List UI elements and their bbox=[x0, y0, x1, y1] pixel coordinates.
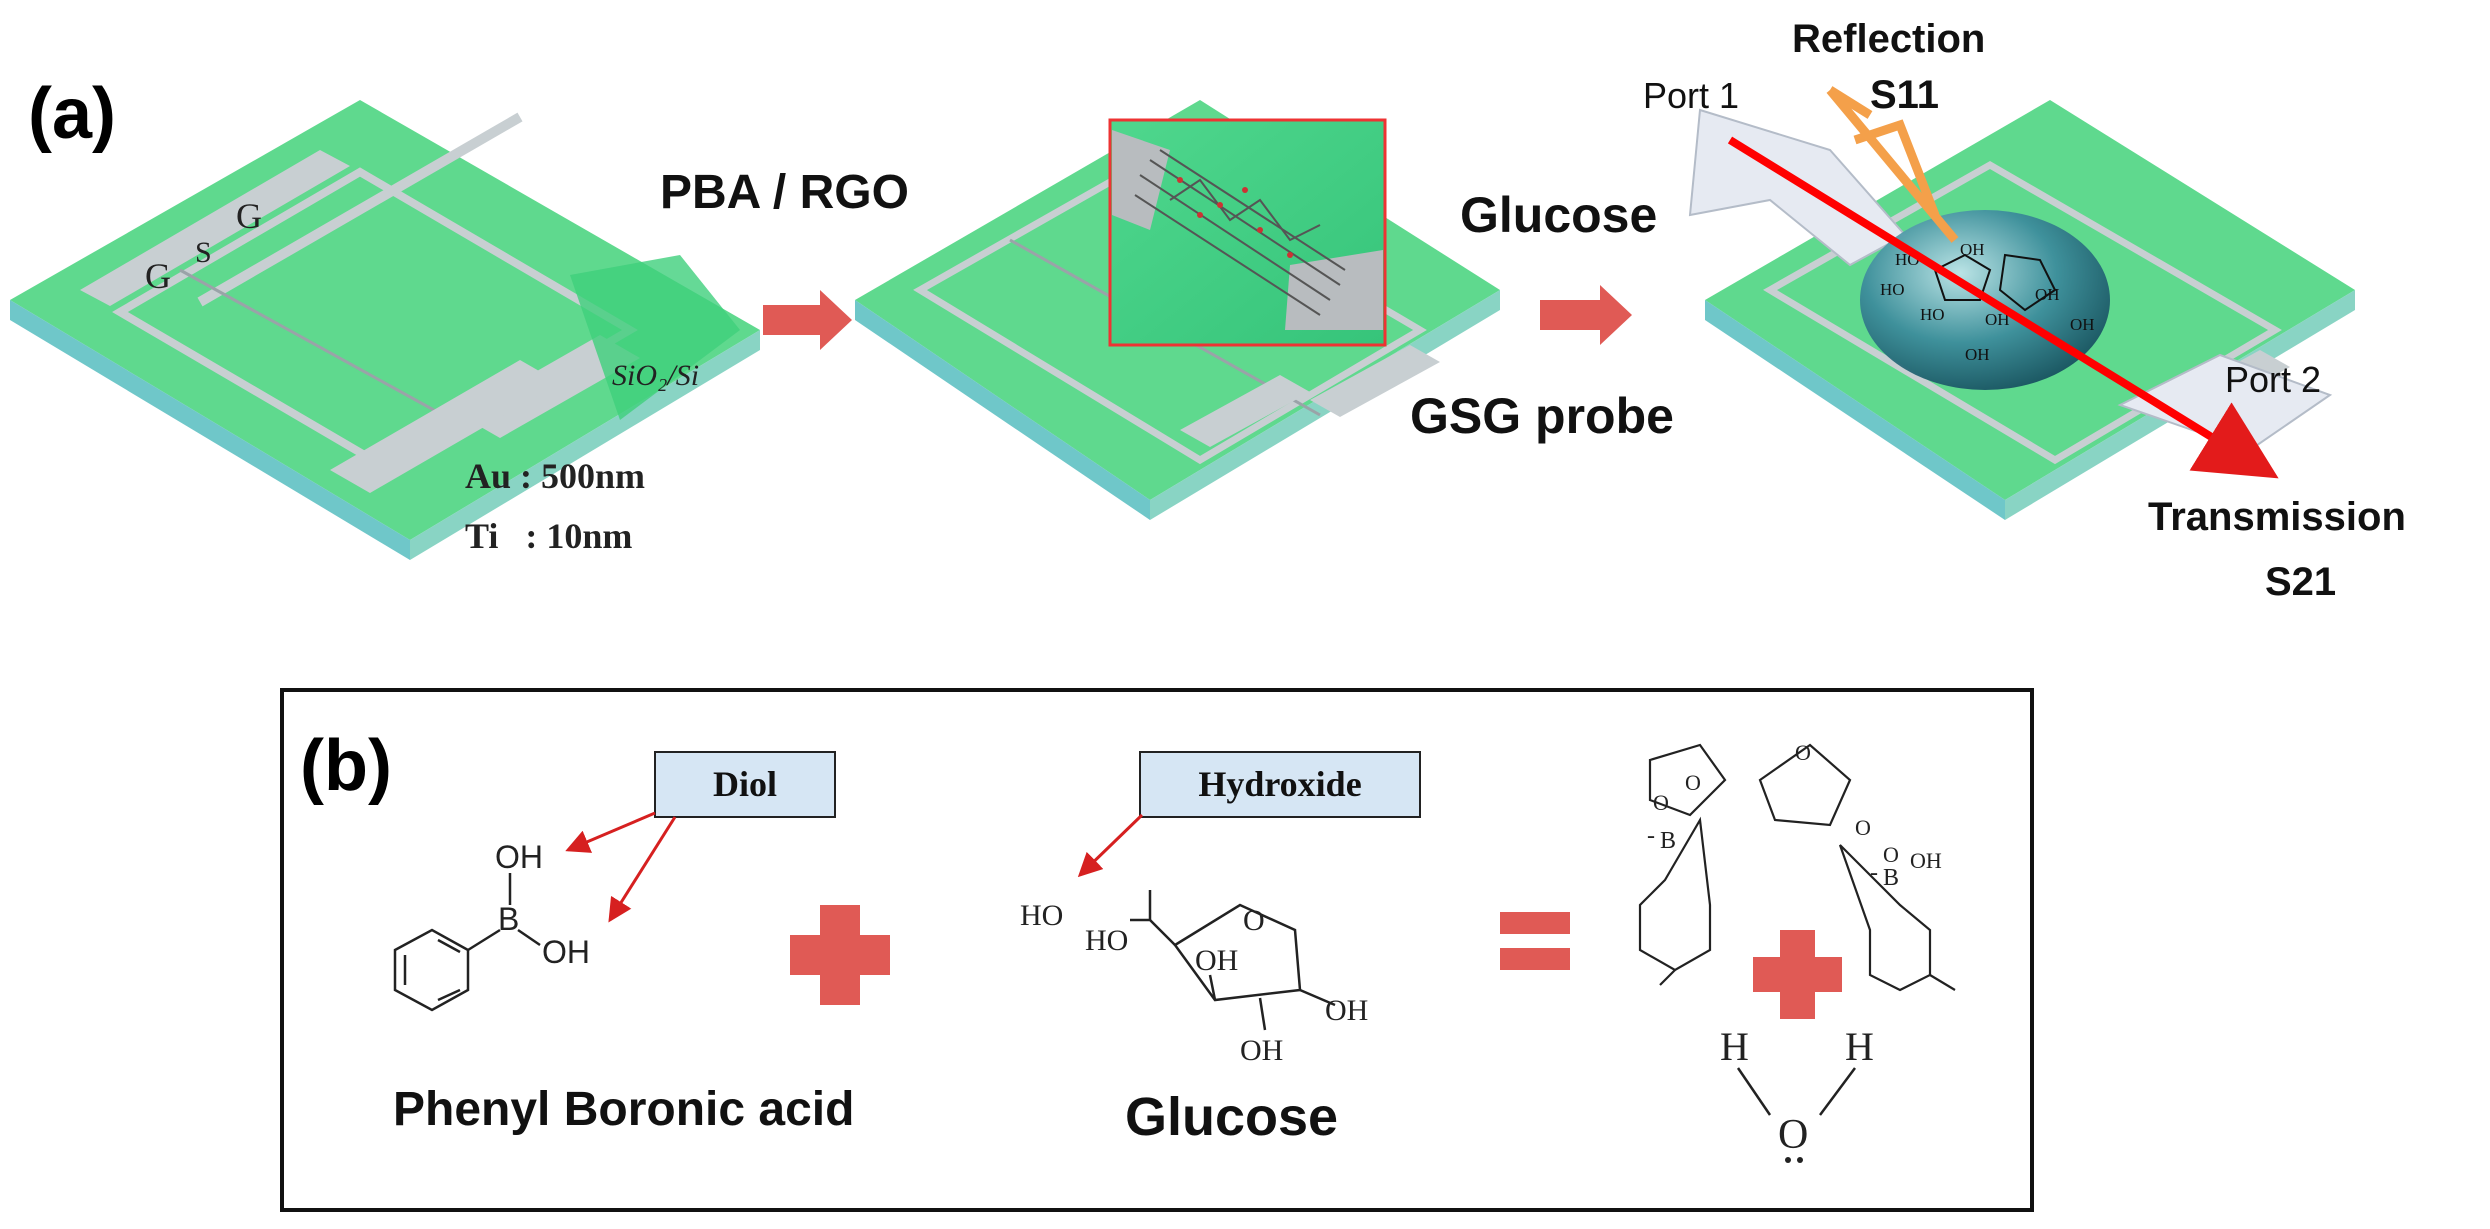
step2-label-top: Glucose bbox=[1460, 187, 1657, 243]
pba-oh-bottom: OH bbox=[542, 934, 590, 970]
boronate-ester-structure bbox=[1638, 743, 1956, 992]
product-b-1: B bbox=[1660, 828, 1676, 854]
hydroxide-box bbox=[1139, 751, 1421, 818]
plus-sign-2 bbox=[1753, 930, 1842, 1019]
ti-thickness: Ti : 10nm bbox=[465, 516, 632, 556]
equals-sign-bottom bbox=[1500, 948, 1570, 970]
pba-b: B bbox=[498, 901, 519, 937]
svg-text:OH: OH bbox=[2070, 315, 2095, 334]
substrate-label: SiO₂/Si bbox=[612, 359, 699, 392]
water-h-2: H bbox=[1845, 1024, 1874, 1069]
svg-text:HO: HO bbox=[1920, 305, 1945, 324]
port1-label: Port 1 bbox=[1643, 75, 1739, 116]
svg-text:OH: OH bbox=[1985, 310, 2010, 329]
svg-text:HO: HO bbox=[1880, 280, 1905, 299]
diol-box bbox=[654, 751, 836, 818]
au-thickness: Au : 500nm bbox=[465, 456, 645, 496]
product-o-1: O bbox=[1653, 790, 1669, 815]
diol-pointer-2 bbox=[608, 816, 677, 923]
transmission-beam bbox=[1727, 136, 2279, 479]
step1-label: PBA / RGO bbox=[660, 166, 909, 219]
water-h-1: H bbox=[1720, 1024, 1749, 1069]
glucose-oh-2: OH bbox=[1325, 994, 1368, 1027]
chip-bare bbox=[10, 100, 760, 560]
water-o: O bbox=[1778, 1112, 1808, 1158]
transmission-label: Transmission bbox=[2148, 495, 2406, 539]
panel-a-label: (a) bbox=[28, 74, 116, 154]
svg-text:OH: OH bbox=[2035, 285, 2060, 304]
port2-label: Port 2 bbox=[2225, 359, 2321, 400]
svg-text:OH: OH bbox=[1965, 345, 1990, 364]
product-o-4: O bbox=[1855, 815, 1871, 840]
pba-oh-top: OH bbox=[495, 839, 543, 875]
svg-text:OH: OH bbox=[1960, 240, 1985, 259]
reflection-label: Reflection bbox=[1792, 17, 1985, 61]
s11-label: S11 bbox=[1870, 73, 1939, 117]
rgo-inset bbox=[1108, 118, 1387, 347]
product-b-2: B bbox=[1883, 865, 1899, 891]
product-minus-2: - bbox=[1870, 860, 1878, 886]
equals-sign-top bbox=[1500, 912, 1570, 934]
gsg-g1: G bbox=[145, 256, 171, 296]
phenyl-boronic-acid-structure bbox=[393, 873, 541, 1012]
plus-sign-1 bbox=[790, 905, 890, 1005]
glucose-name: Glucose bbox=[1125, 1087, 1338, 1147]
molecule-in-droplet: HO OH OH HO OH OH HO OH bbox=[1880, 240, 2095, 364]
panel-b-label: (b) bbox=[300, 726, 392, 806]
gsg-s: S bbox=[195, 236, 212, 269]
s21-label: S21 bbox=[2265, 560, 2336, 604]
glucose-structure bbox=[1130, 890, 1336, 1031]
step2-label-bottom: GSG probe bbox=[1410, 388, 1674, 444]
gsg-g2: G bbox=[236, 196, 262, 236]
diol-pointer-1 bbox=[565, 811, 656, 853]
product-oh: OH bbox=[1910, 848, 1942, 873]
process-arrow-2 bbox=[1540, 285, 1632, 345]
pba-name: Phenyl Boronic acid bbox=[393, 1083, 854, 1136]
diol-label: Diol bbox=[713, 764, 777, 804]
ground-electrode-1 bbox=[80, 150, 350, 306]
signal-line bbox=[179, 268, 471, 432]
glucose-ho-1: HO bbox=[1020, 899, 1063, 932]
glucose-oh-3: OH bbox=[1240, 1034, 1283, 1067]
process-arrow-1 bbox=[763, 290, 852, 350]
glucose-ho-2: HO bbox=[1085, 924, 1128, 957]
product-minus-1: - bbox=[1647, 823, 1655, 849]
hydroxide-pointer bbox=[1077, 813, 1144, 878]
glucose-oh-1: OH bbox=[1195, 944, 1238, 977]
panel-b-frame bbox=[280, 688, 2034, 1212]
product-o-5: O bbox=[1883, 842, 1899, 867]
glucose-o: O bbox=[1243, 904, 1265, 937]
product-o-2: O bbox=[1685, 770, 1701, 795]
product-o-3: O bbox=[1795, 740, 1811, 765]
hydroxide-label: Hydroxide bbox=[1198, 764, 1361, 804]
